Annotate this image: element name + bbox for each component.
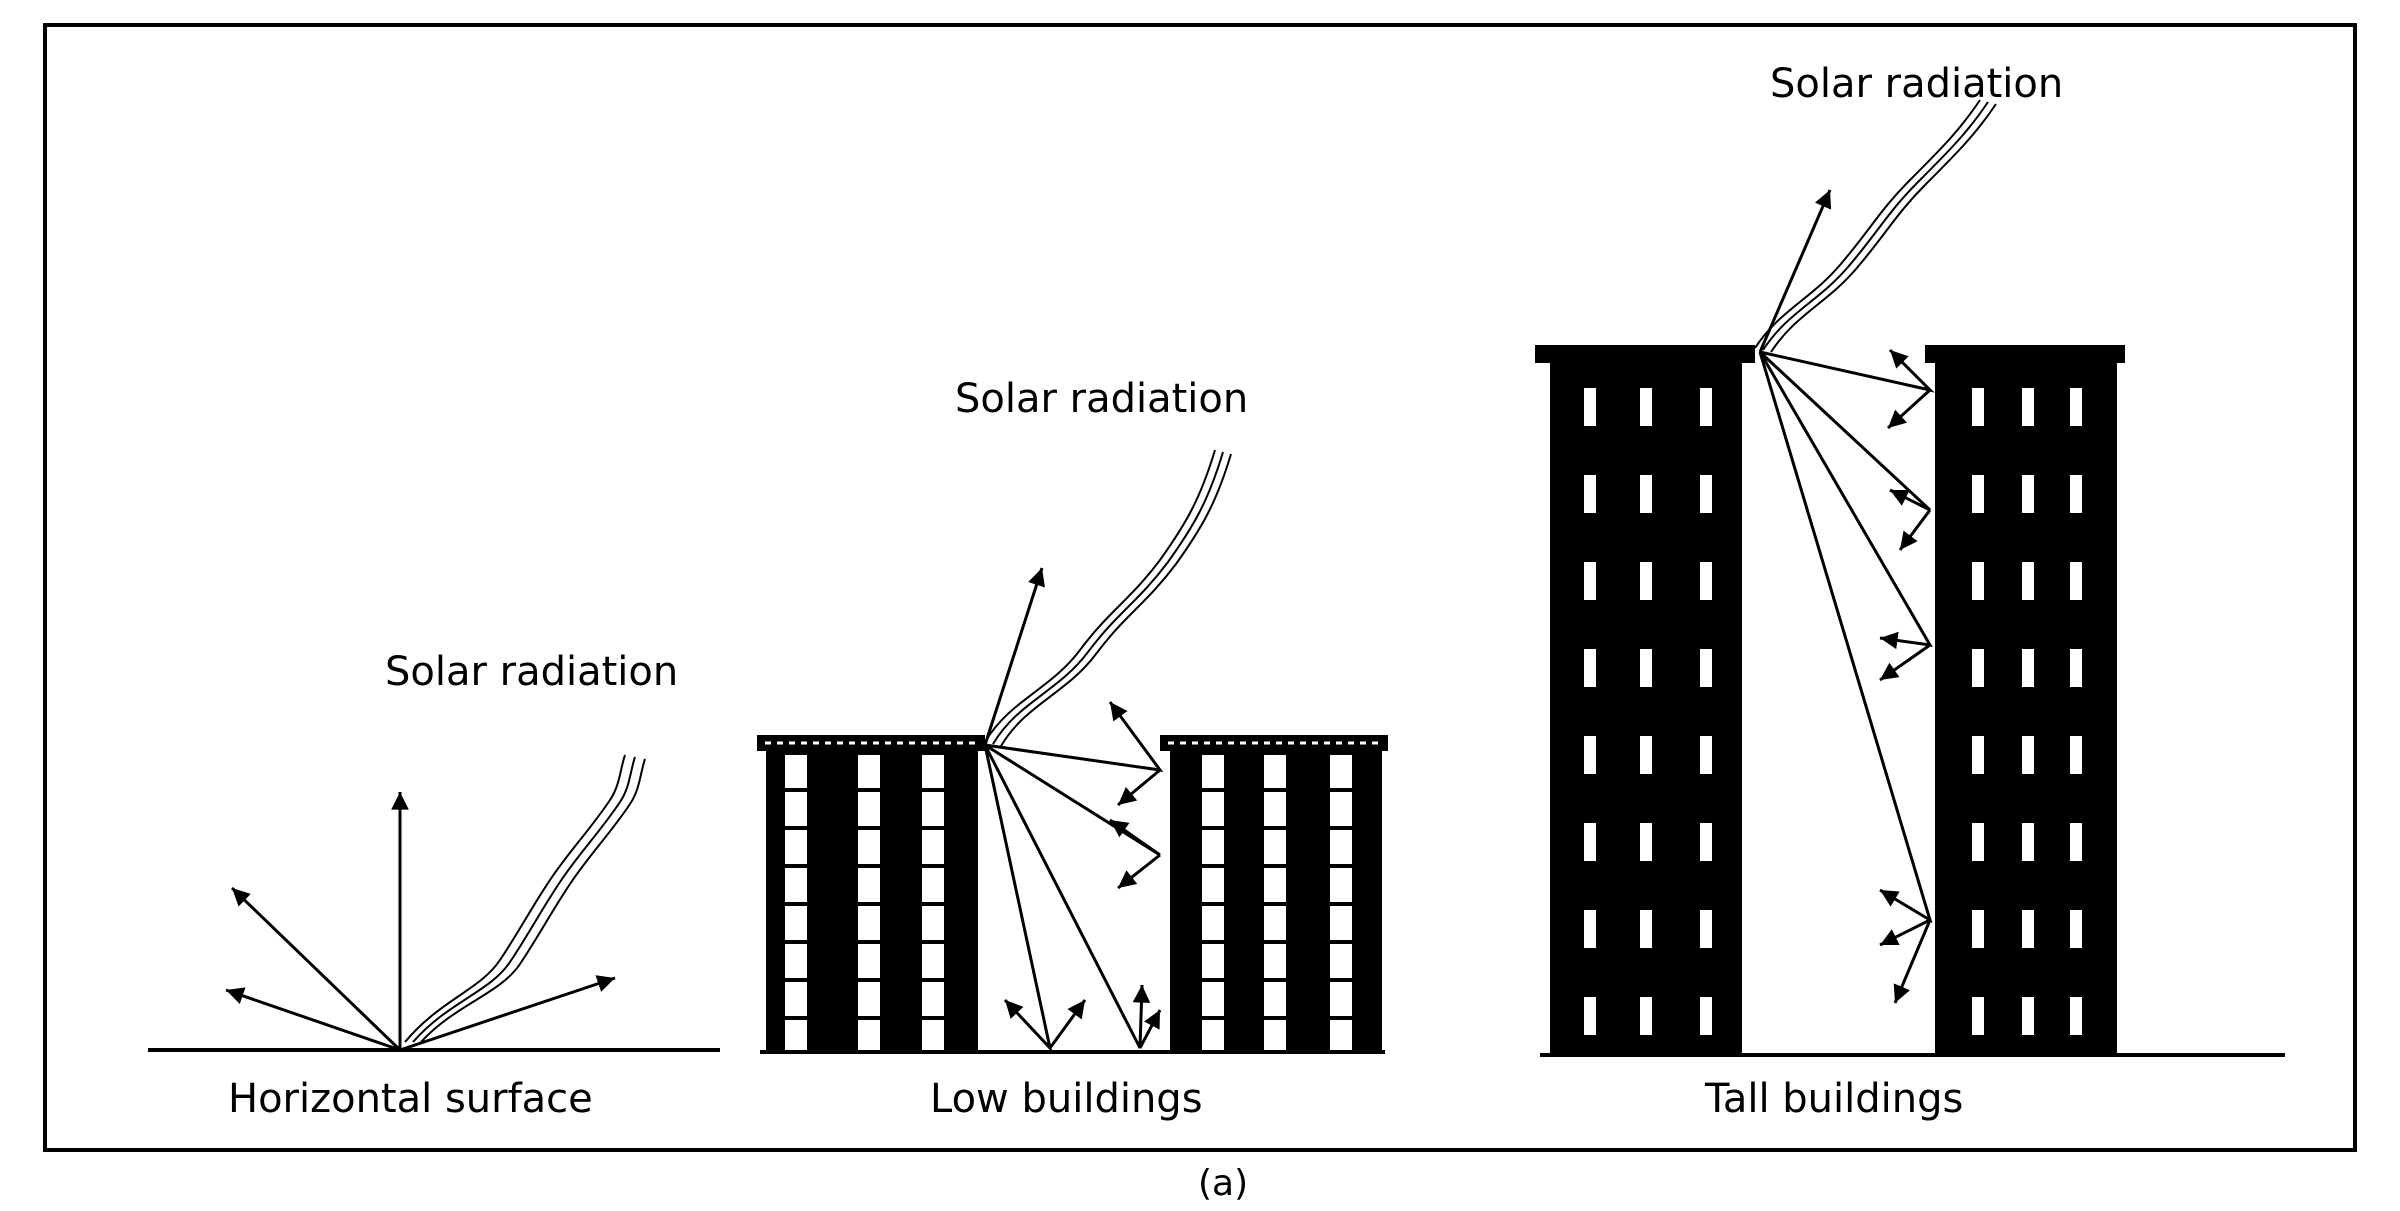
solar-radiation-label: Solar radiation bbox=[955, 376, 1248, 422]
low-building-left bbox=[757, 735, 985, 1052]
figure-caption: (a) bbox=[1198, 1163, 1248, 1204]
reflected-arrows bbox=[1758, 189, 1935, 1004]
solar-radiation-label: Solar radiation bbox=[1770, 61, 2063, 107]
horizontal-surface-label: Horizontal surface bbox=[228, 1076, 593, 1122]
window-dividers bbox=[785, 788, 944, 1020]
solar-radiation-wave bbox=[984, 449, 1232, 747]
windows bbox=[1584, 388, 1712, 1035]
low-building-right bbox=[1160, 735, 1388, 1052]
scene-low-buildings: Solar radiation Low buildings bbox=[757, 376, 1388, 1122]
solar-radiation-wave bbox=[1754, 99, 1997, 353]
reflected-arrows bbox=[983, 567, 1164, 1053]
scene-horizontal-surface: Solar radiation Horizontal surface bbox=[225, 649, 678, 1122]
reflected-arrows bbox=[225, 792, 616, 1052]
scene-tall-buildings: Solar radiation Tall buildings bbox=[1535, 61, 2125, 1122]
solar-radiation-label: Solar radiation bbox=[385, 649, 678, 695]
tall-buildings-label: Tall buildings bbox=[1704, 1076, 1963, 1122]
figure-frame bbox=[43, 23, 2357, 1152]
tall-building-right bbox=[1925, 345, 2125, 1055]
low-buildings-label: Low buildings bbox=[930, 1076, 1203, 1122]
tall-building-left bbox=[1535, 345, 1755, 1055]
solar-radiation-wave bbox=[404, 754, 646, 1043]
